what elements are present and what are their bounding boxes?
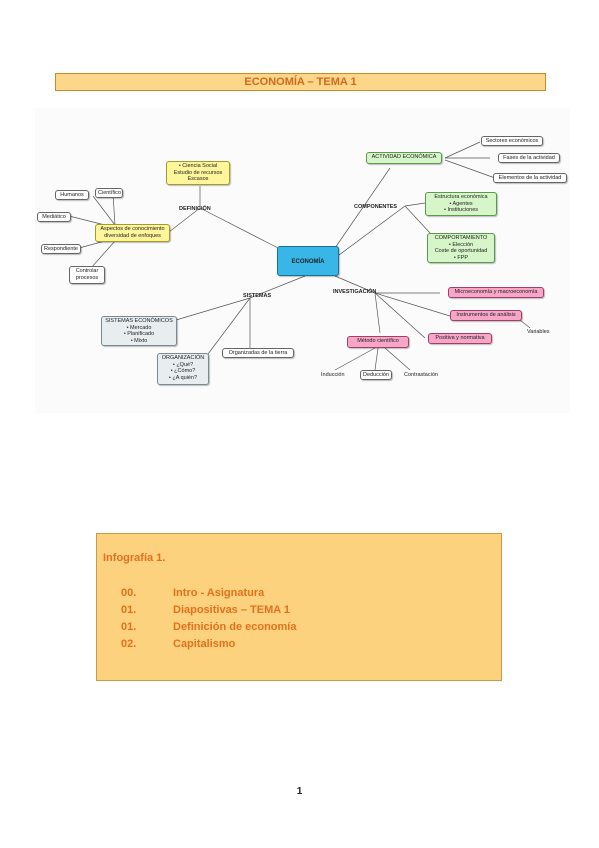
map-center-node: ECONOMÍA (277, 246, 339, 276)
node-actividad-economica: ACTIVIDAD ECONÓMICA (366, 152, 442, 164)
concept-map-connectors (68, 141, 531, 371)
infografia-box: Infografía 1. 00. Intro - Asignatura 01. D… (96, 533, 502, 681)
node-micro-macroeconomia: Microeconomía y macroeconomía (448, 287, 544, 298)
node-positiva-normativa: Positiva y normativa (428, 333, 492, 344)
node-estructura-economica: Estructura económica • Agentes • Institu… (425, 192, 497, 216)
node-aspectos-conocimiento: Aspectos de conocimiento diversidad de e… (95, 224, 170, 242)
infografia-item-label: Definición de economía (173, 621, 297, 633)
node-induccion: Inducción (321, 372, 345, 378)
page-number: 1 (296, 786, 303, 797)
infografia-item-label: Diapositivas – TEMA 1 (173, 604, 290, 616)
node-elementos-actividad: Elementos de la actividad (493, 173, 567, 183)
node-instrumentos-analisis: Instrumentos de análisis (450, 310, 522, 321)
infografia-link-diapositivas[interactable]: 01. Diapositivas – TEMA 1 (121, 604, 290, 616)
node-variables: Variables (527, 329, 550, 335)
infografia-item-number: 00. (121, 587, 137, 599)
node-sectores-economicos: Sectores económicos (481, 136, 543, 146)
infografia-item-number: 01. (121, 621, 137, 633)
link-label-sistemas: SISTEMAS (243, 293, 272, 299)
node-cientifico: Científico (95, 188, 123, 198)
node-mediatico: Mediático (37, 212, 71, 222)
node-controlar-procesos: Controlar procesos (69, 266, 105, 284)
page-title: ECONOMÍA – TEMA 1 (55, 73, 546, 91)
node-contrastacion: Contrastación (404, 372, 438, 378)
infografia-item-label: Intro - Asignatura (173, 587, 265, 599)
infografia-item-number: 02. (121, 638, 137, 650)
node-sistemas-economicos: SISTEMAS ECONÓMICOS • Mercado • Planific… (101, 316, 177, 346)
node-metodo-cientifico: Método científico (347, 336, 409, 348)
node-fases-actividad: Fases de la actividad (498, 153, 560, 163)
infografia-link-intro[interactable]: 00. Intro - Asignatura (121, 587, 264, 599)
link-label-componentes: COMPONENTES (354, 204, 398, 210)
node-organizacion: ORGANIZACIÓN • ¿Qué? • ¿Cómo? • ¿A quién… (157, 353, 209, 385)
infografia-item-label: Capitalismo (173, 638, 236, 650)
node-deduccion: Deducción (360, 370, 392, 380)
infografia-title: Infografía 1. (103, 552, 166, 564)
infografia-link-capitalismo[interactable]: 02. Capitalismo (121, 638, 235, 650)
node-humanos: Humanos (55, 190, 89, 200)
node-organizadas-tierra: Organizadas de la tierra (222, 348, 294, 358)
link-label-investigacion: INVESTIGACIÓN (333, 289, 377, 295)
link-label-definicion: DEFINICIÓN (179, 206, 211, 212)
infografia-item-number: 01. (121, 604, 137, 616)
node-comportamiento: COMPORTAMIENTO • Elección Coste de oport… (427, 233, 495, 263)
node-ciencia-social: • Ciencia Social Estudio de recursos Esc… (166, 161, 230, 185)
infografia-link-definicion[interactable]: 01. Definición de economía (121, 621, 296, 633)
node-respondiente: Respondiente (41, 244, 81, 254)
concept-map: ECONOMÍA DEFINICIÓN COMPONENTES INVESTIG… (35, 108, 570, 413)
